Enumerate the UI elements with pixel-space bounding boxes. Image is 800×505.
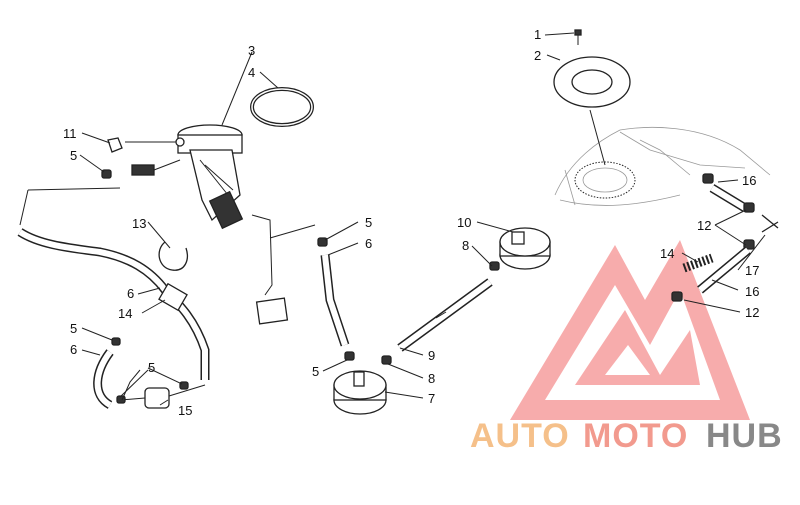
check-valve-part: [333, 370, 387, 415]
fuel-tank-outline: [554, 109, 771, 206]
callout-7: 7: [428, 391, 435, 406]
leader-lines: [79, 32, 766, 406]
callout-5: 5: [70, 321, 77, 336]
callout-5: 5: [148, 360, 155, 375]
rollover-valve-part: [499, 227, 551, 270]
callout-6: 6: [127, 286, 134, 301]
callout-16: 16: [742, 173, 756, 188]
callout-5: 5: [312, 364, 319, 379]
fuel-hoses-right: [671, 173, 779, 302]
callout-14: 14: [660, 246, 674, 261]
elbow-fitting-part: [101, 137, 123, 179]
watermark-word-hub: HUB: [706, 417, 783, 455]
fuel-hose-left: [17, 187, 210, 380]
callout-10: 10: [457, 215, 471, 230]
watermark-logo: [510, 240, 750, 420]
callout-5: 5: [365, 215, 372, 230]
watermark-word-auto: AUTO: [470, 417, 570, 455]
watermark-text: AUTO MOTO HUB: [470, 417, 783, 455]
fuel-hose-short: [93, 337, 121, 409]
callout-5: 5: [70, 148, 77, 163]
screw-part: [574, 29, 582, 45]
callout-16: 16: [745, 284, 759, 299]
callout-15: 15: [178, 403, 192, 418]
callout-8: 8: [462, 238, 469, 253]
callout-labels: 1 2 3 4 11 5 13 6 14 5 6 5 15 5 6 10 8 9…: [63, 27, 759, 418]
callout-12: 12: [745, 305, 759, 320]
callout-2: 2: [534, 48, 541, 63]
vent-hose-center: [269, 224, 355, 361]
callout-1: 1: [534, 27, 541, 42]
callout-6: 6: [70, 342, 77, 357]
callout-3: 3: [248, 43, 255, 58]
callout-12: 12: [697, 218, 711, 233]
callout-9: 9: [428, 348, 435, 363]
watermark-word-moto: MOTO: [583, 417, 688, 455]
hose-clip-part: [158, 241, 188, 271]
o-ring-part: [250, 87, 314, 127]
callout-6: 6: [365, 236, 372, 251]
callout-13: 13: [132, 216, 146, 231]
callout-11: 11: [63, 126, 77, 141]
fuel-pump-assembly: [125, 124, 289, 325]
callout-14: 14: [118, 306, 132, 321]
callout-8: 8: [428, 371, 435, 386]
gasket-ring-part: [553, 56, 631, 108]
callout-4: 4: [248, 65, 255, 80]
vent-tube-part: [381, 261, 500, 365]
callout-17: 17: [745, 263, 759, 278]
